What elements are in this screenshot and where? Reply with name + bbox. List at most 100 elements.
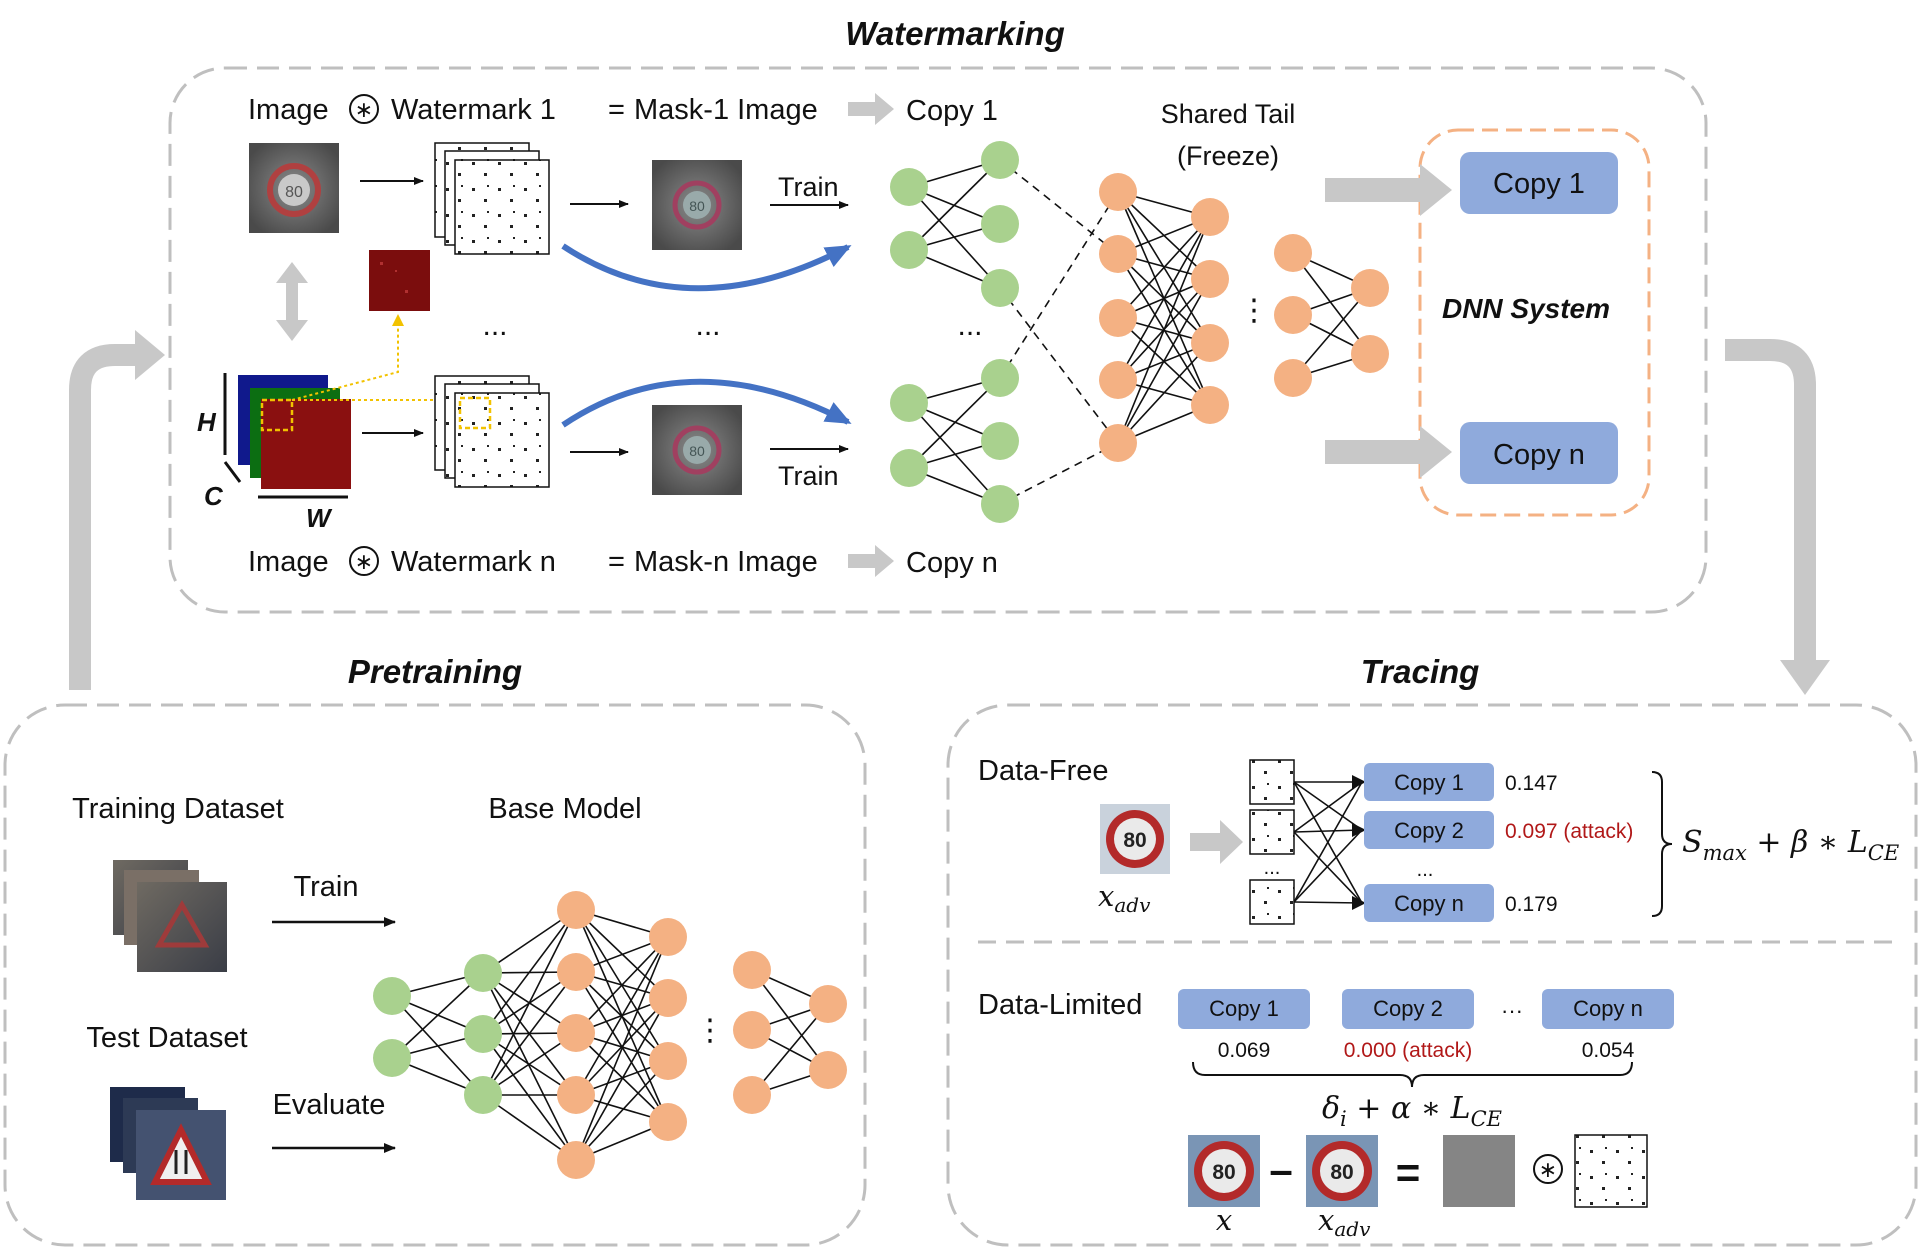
data-free-copy-box <box>1364 884 1494 922</box>
data-free-gray-arrow <box>1190 820 1243 864</box>
data-limited-xadv-label: xadv <box>1318 1203 1371 1241</box>
orange-node <box>557 891 595 929</box>
pretrain-to-watermark-arrowhead <box>135 330 165 380</box>
orange-node <box>649 1103 687 1141</box>
eqn-mask: Mask-n Image <box>634 546 818 578</box>
data-free-link <box>1293 781 1363 833</box>
watermark-network <box>890 141 1389 523</box>
svg-text:80: 80 <box>1330 1161 1353 1184</box>
watermarking-frame <box>168 66 1708 614</box>
pretrain-to-watermark-arrow <box>69 344 140 690</box>
section-title-watermarking: Watermarking <box>845 15 1064 52</box>
green-node <box>890 168 928 206</box>
equals-sign: = <box>1396 1149 1421 1196</box>
orange-node <box>557 1141 595 1179</box>
network-edge <box>575 1060 669 1161</box>
green-node <box>981 205 1019 243</box>
data-free-copy-score: 0.179 <box>1505 893 1558 916</box>
orange-node <box>1099 299 1137 337</box>
network-edge <box>751 1003 829 1096</box>
dnn-system-label: DNN System <box>1442 293 1610 324</box>
orange-node <box>1191 260 1229 298</box>
test-dataset-images <box>110 1087 226 1200</box>
orange-node <box>733 1076 771 1114</box>
network-edge <box>999 191 1119 379</box>
data-free-link-arrowhead <box>1352 823 1366 837</box>
masked-image-bottom: 80 <box>652 405 742 495</box>
network-edge <box>999 159 1119 255</box>
data-limited-x-image: 80 <box>1188 1135 1260 1207</box>
data-limited-x-label: x <box>1216 1203 1232 1237</box>
pretrain-train-label: Train <box>294 871 359 903</box>
data-free-watermarks: ... <box>1249 759 1295 925</box>
orange-node <box>1191 386 1229 424</box>
data-free-brace <box>1651 771 1673 917</box>
equation-row-n: Image ∗ Watermark n = Mask-n Image Copy … <box>248 545 998 579</box>
orange-node <box>557 1076 595 1114</box>
masked-image-top: 80 <box>652 160 742 250</box>
eq1-copy: Copy 1 <box>906 95 998 127</box>
network-edge <box>999 287 1119 444</box>
watermark-tensor: H C W <box>197 373 351 533</box>
orange-node <box>733 951 771 989</box>
eq1-image: Image <box>248 94 329 126</box>
data-limited-ellipsis: ··· <box>1501 998 1523 1023</box>
data-free-link <box>1293 829 1363 833</box>
double-vertical-arrow <box>276 262 308 341</box>
train-label-bottom: Train <box>778 461 839 491</box>
network-edge <box>575 936 669 1034</box>
orange-node <box>1274 234 1312 272</box>
base-vertical-ellipsis: ⋮ <box>695 1014 725 1047</box>
orange-node <box>1099 235 1137 273</box>
system-copy-1-box: Copy 1 <box>1460 152 1618 214</box>
network-edge <box>482 972 577 1161</box>
network-edge <box>1292 287 1371 379</box>
dim-w: W <box>306 503 333 533</box>
green-node <box>464 1015 502 1053</box>
data-free-link-arrowhead <box>1352 896 1366 910</box>
orange-node <box>809 1051 847 1089</box>
network-edge <box>391 972 484 1059</box>
watermark-patch <box>369 250 430 311</box>
eqn-image: Image <box>248 546 329 578</box>
watermark-to-tracing-arrowhead <box>1780 660 1830 695</box>
eqn-op: ∗ <box>355 549 373 574</box>
network-edge <box>999 442 1119 505</box>
eqn-gray-arrow <box>848 545 894 577</box>
pretrain-evaluate-label: Evaluate <box>273 1089 386 1121</box>
data-limited-copy-score: 0.054 <box>1582 1039 1635 1062</box>
data-limited-xadv-image: 80 <box>1306 1135 1378 1207</box>
data-free-link-arrowhead <box>1352 775 1366 789</box>
svg-text:80: 80 <box>689 198 705 214</box>
data-limited-copy-label: Copy 1 <box>1209 996 1279 1021</box>
perturbation-image <box>1443 1135 1515 1207</box>
data-limited-copy-label: Copy 2 <box>1373 996 1443 1021</box>
green-node <box>981 359 1019 397</box>
data-limited-copy-label: Copy n <box>1573 996 1643 1021</box>
data-free-link <box>1293 831 1363 904</box>
green-node <box>981 269 1019 307</box>
ellipsis-nodes: ... <box>957 309 982 342</box>
data-limited-formula: δi + α ∗ LCE <box>1322 1091 1502 1131</box>
network-edge <box>908 402 1001 505</box>
watermark-stack-top <box>434 142 550 255</box>
data-limited-watermark <box>1574 1134 1648 1208</box>
data-free-copy-score: 0.097 (attack) <box>1505 820 1633 843</box>
data-free-formula: Smax + β ∗ LCE <box>1682 825 1899 865</box>
network-edge <box>575 936 669 1096</box>
orange-node <box>1099 361 1137 399</box>
orange-node <box>1351 269 1389 307</box>
eqn-copy: Copy n <box>906 547 998 579</box>
data-limited-copy-score: 0.069 <box>1218 1039 1271 1062</box>
base-model-label: Base Model <box>488 793 641 825</box>
orange-node <box>809 985 847 1023</box>
orange-node <box>1274 296 1312 334</box>
green-node <box>890 231 928 269</box>
data-free-copy-score: 0.147 <box>1505 772 1558 795</box>
network-edge <box>575 997 669 1161</box>
network-edge <box>1117 216 1211 319</box>
orange-node <box>733 1011 771 1049</box>
system-copy-n-label: Copy n <box>1493 439 1585 471</box>
